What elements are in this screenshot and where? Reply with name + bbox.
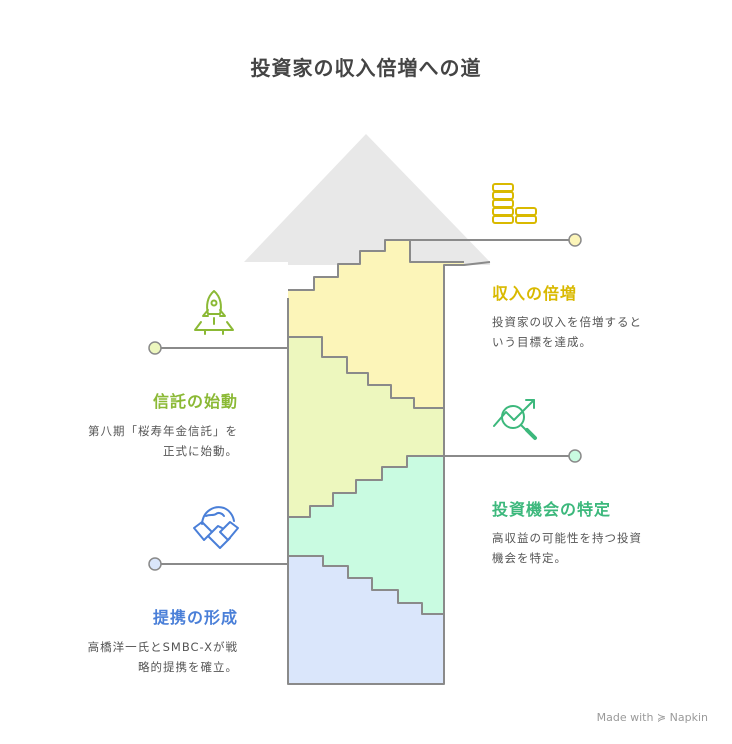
band-green bbox=[288, 337, 444, 517]
desc-line: 高収益の可能性を持つ投資 bbox=[492, 531, 642, 545]
stair-line-3 bbox=[288, 455, 444, 518]
desc-line: 略的提携を確立。 bbox=[138, 660, 238, 674]
handshake-globe-icon bbox=[193, 506, 239, 549]
step-heading-opportunity: 投資機会の特定 bbox=[492, 500, 612, 519]
band-mint bbox=[288, 456, 444, 614]
desc-line: 機会を特定。 bbox=[492, 551, 567, 565]
step-desc-trust-launch: 第八期「桜寿年金信託」を 正式に始動。 bbox=[88, 421, 238, 461]
page-title: 投資家の収入倍増への道 bbox=[250, 56, 482, 80]
desc-line: 投資家の収入を倍増すると bbox=[492, 315, 642, 329]
band-blue bbox=[288, 556, 444, 684]
step-desc-income-double: 投資家の収入を倍増すると いう目標を達成。 bbox=[492, 312, 642, 352]
stair-line-2 bbox=[288, 336, 444, 409]
step-heading-trust-launch: 信託の始動 bbox=[152, 392, 238, 411]
step-heading-partnership: 提携の形成 bbox=[152, 608, 238, 627]
chart-magnifier-icon bbox=[493, 399, 537, 440]
connector-dot-3 bbox=[568, 449, 582, 463]
desc-line: 高橋洋一氏とSMBC-Xが戦 bbox=[87, 640, 238, 654]
rocket-launch-icon bbox=[194, 290, 234, 335]
desc-line: 正式に始動。 bbox=[163, 444, 238, 458]
connector-dot-4 bbox=[148, 557, 162, 571]
connector-dot-1 bbox=[568, 233, 582, 247]
stair-line-1 bbox=[288, 239, 464, 291]
napkin-credit: Made with ≽ Napkin bbox=[596, 711, 708, 724]
step-desc-partnership: 高橋洋一氏とSMBC-Xが戦 略的提携を確立。 bbox=[88, 637, 238, 677]
arrow-outline bbox=[287, 261, 491, 685]
band-yellow bbox=[288, 240, 464, 408]
step-desc-opportunity: 高収益の可能性を持つ投資 機会を特定。 bbox=[492, 528, 642, 568]
coins-stack-icon bbox=[492, 183, 537, 224]
arrow-head bbox=[244, 134, 490, 265]
connector-dot-2 bbox=[148, 341, 162, 355]
step-heading-income-double: 収入の倍増 bbox=[492, 284, 578, 303]
desc-line: いう目標を達成。 bbox=[492, 335, 592, 349]
stair-line-4 bbox=[288, 555, 444, 615]
desc-line: 第八期「桜寿年金信託」を bbox=[88, 424, 238, 438]
